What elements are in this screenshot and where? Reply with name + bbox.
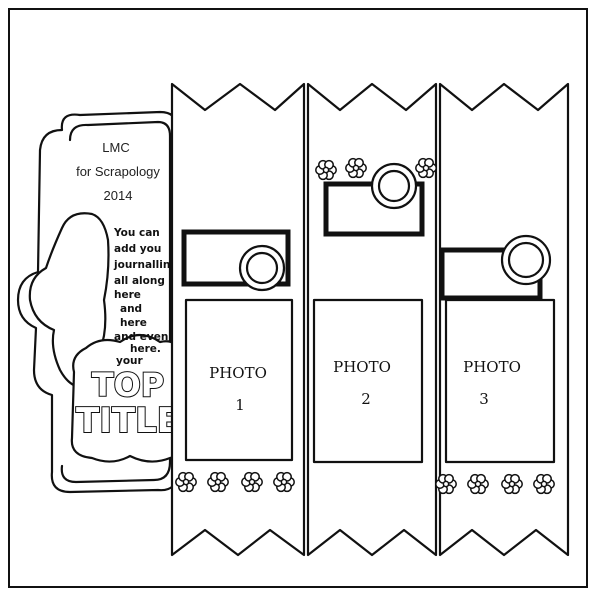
flower-icon [533,473,555,495]
flower-icon [501,473,523,495]
journal-line: journalling [113,259,178,271]
photo-label-word: PHOTO [209,364,267,382]
journal-line: and even [114,331,168,343]
credit-line-1: LMC [102,140,129,155]
journal-line: here [120,317,147,329]
journal-line: all along [114,275,165,287]
embellishment-circle-inner [377,169,411,203]
flower-icon [241,471,263,493]
flower-embellishments [175,157,555,495]
banner-strip-1 [170,82,306,557]
photo-label-number: 3 [479,390,489,408]
journal-line: add you [114,243,161,255]
photo-label-word: PHOTO [463,358,521,376]
title-line-1: TOP [92,366,164,404]
frame-rect [181,229,291,287]
photo-box [312,298,424,464]
credit-line-3: 2014 [104,188,133,203]
photo-box [184,298,294,462]
left-frame-cluster [16,110,184,494]
flower-icon [415,157,437,179]
flower-icon [273,471,295,493]
photo-label-number: 1 [235,396,245,414]
journal-line: your [116,355,144,367]
journal-line: here. [130,343,161,355]
journal-line: You can [113,227,160,239]
flower-icon [207,471,229,493]
credit-line-2: for Scrapology [76,164,160,179]
journal-line: here [114,289,141,301]
flower-icon [467,473,489,495]
photo-box [444,298,556,464]
flower-icon [345,157,367,179]
embellishment-circle-inner [245,251,279,285]
embellishment-circle-inner [507,241,545,279]
photo-label-word: PHOTO [333,358,391,376]
journal-text: You can add you journalling all along he… [113,227,178,367]
banner-strip-2 [306,82,438,557]
flower-icon [175,471,197,493]
flower-icon [315,159,337,181]
flower-icon [435,473,457,495]
title-line-2: TITLE [76,401,180,441]
page-border [8,8,588,588]
journal-line: and [120,303,142,315]
banner-strip-3 [438,82,570,557]
photo-label-number: 2 [361,390,371,408]
